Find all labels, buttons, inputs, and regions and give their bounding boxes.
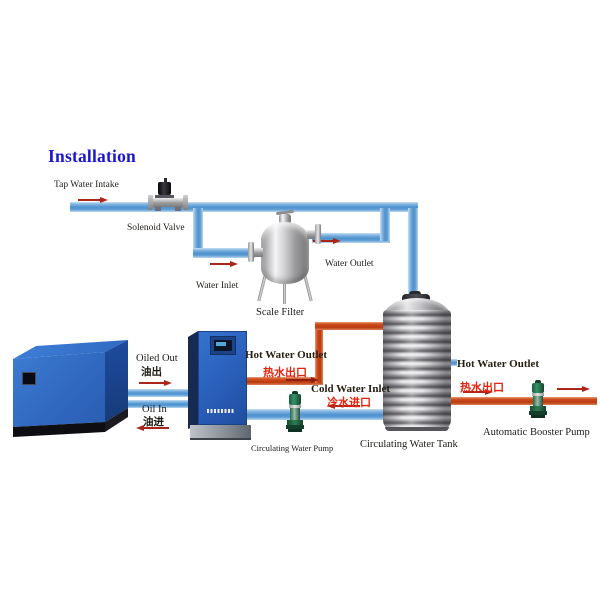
flow-arrow-tap-water (78, 196, 108, 204)
label-hot-water-outlet-right-zh: 热水出口 (460, 382, 504, 394)
circ-pump-base (287, 420, 303, 425)
cabinet-display-readout (216, 342, 226, 346)
label-automatic-booster-pump: Automatic Booster Pump (483, 427, 590, 438)
flow-arrow-water-outlet (313, 237, 341, 245)
label-cold-water-inlet-en: Cold Water Inlet (311, 383, 391, 395)
compressor-control-panel (22, 372, 36, 385)
label-hot-water-outlet-right-en: Hot Water Outlet (457, 358, 540, 370)
flow-arrow-water-inlet (210, 260, 238, 268)
label-circulating-water-pump: Circulating Water Pump (251, 443, 334, 453)
scale-filter (245, 208, 325, 308)
valve-body (151, 198, 185, 207)
pipe-filter-inlet (193, 248, 255, 258)
automatic-booster-pump (529, 380, 547, 418)
flow-arrow-hot-water-left (286, 376, 319, 384)
label-water-outlet: Water Outlet (325, 259, 374, 269)
label-tap-water-intake: Tap Water Intake (54, 180, 119, 190)
flow-arrow-oiled-out (139, 379, 172, 387)
label-hot-water-outlet-left-zh: 热水出口 (263, 367, 307, 379)
pipe-hot-water-cabinet-out (246, 377, 323, 385)
label-oil-in-zh: 油进 (143, 417, 164, 428)
booster-pump-band (532, 393, 544, 396)
circulating-water-tank (378, 290, 458, 435)
booster-pump-flange (529, 411, 547, 415)
filter-inlet-flange (248, 242, 254, 262)
compressor-front-face (13, 352, 105, 427)
heat-recovery-cabinet (185, 328, 255, 442)
cabinet-base (190, 425, 251, 440)
flow-arrow-oil-in (136, 424, 169, 432)
pipe-filter-outlet (312, 233, 390, 243)
booster-pump-cap (535, 380, 541, 383)
label-solenoid-valve: Solenoid Valve (127, 223, 185, 233)
filter-top-fitting (279, 214, 291, 224)
pipe-oil-out (124, 389, 190, 397)
tank-body (383, 310, 451, 430)
cabinet-side-face (188, 331, 198, 429)
pipe-oil-in (124, 400, 190, 408)
pipe-tap-water-main (70, 202, 418, 212)
tank-bottom-edge (385, 427, 449, 431)
pipe-filter-drop (193, 208, 203, 257)
pipe-hot-water-outlet-main (449, 397, 597, 405)
filter-body (261, 222, 309, 284)
label-oiled-out-zh: 油出 (141, 367, 162, 378)
label-oil-in-en: Oil In (142, 404, 167, 415)
booster-pump-motor (532, 383, 544, 393)
cabinet-button-row (207, 409, 235, 413)
label-cold-water-inlet-zh: 冷水进口 (327, 397, 371, 409)
compressor-base-front (13, 422, 105, 437)
pipe-tank-feed-drop (408, 208, 418, 303)
filter-inlet-stub (253, 248, 263, 257)
valve-flange-left (148, 195, 153, 210)
valve-foot-left (155, 207, 161, 211)
page-title: Installation (48, 146, 136, 166)
valve-flange-right (183, 195, 188, 210)
circ-pump-cap (292, 391, 298, 395)
solenoid-valve (146, 178, 190, 212)
pipe-hot-water-riser (315, 325, 323, 383)
valve-coil (158, 182, 171, 195)
air-compressor (8, 336, 133, 442)
valve-coil-base (155, 195, 174, 198)
compressor-right-face (105, 340, 128, 422)
pipe-hot-water-tank-in (315, 322, 390, 330)
pipe-cold-water-inlet (246, 409, 390, 420)
booster-pump-body (533, 396, 543, 406)
flow-arrow-hot-water-right (463, 388, 493, 396)
pipe-filter-riser (380, 208, 390, 241)
label-hot-water-outlet-left-en: Hot Water Outlet (245, 349, 328, 361)
label-scale-filter: Scale Filter (256, 307, 305, 318)
label-oiled-out-en: Oiled Out (136, 353, 178, 364)
filter-leg-center (283, 274, 286, 304)
circ-pump-feet (288, 429, 302, 432)
valve-pin (164, 178, 167, 184)
flow-arrow-cold-water (327, 402, 360, 410)
booster-pump-base (530, 406, 546, 411)
filter-outlet-flange (315, 224, 321, 244)
label-circulating-water-tank: Circulating Water Tank (360, 439, 458, 450)
circulating-water-pump (286, 391, 304, 433)
circ-pump-body (290, 408, 300, 420)
booster-pump-feet (531, 415, 545, 418)
filter-outlet-stub (307, 230, 317, 239)
flow-arrow-outlet-end (557, 385, 590, 393)
valve-foot-right (175, 207, 181, 211)
circ-pump-band (289, 405, 301, 408)
label-water-inlet: Water Inlet (196, 281, 239, 291)
circ-pump-flange (286, 425, 304, 429)
circ-pump-motor (289, 394, 301, 405)
